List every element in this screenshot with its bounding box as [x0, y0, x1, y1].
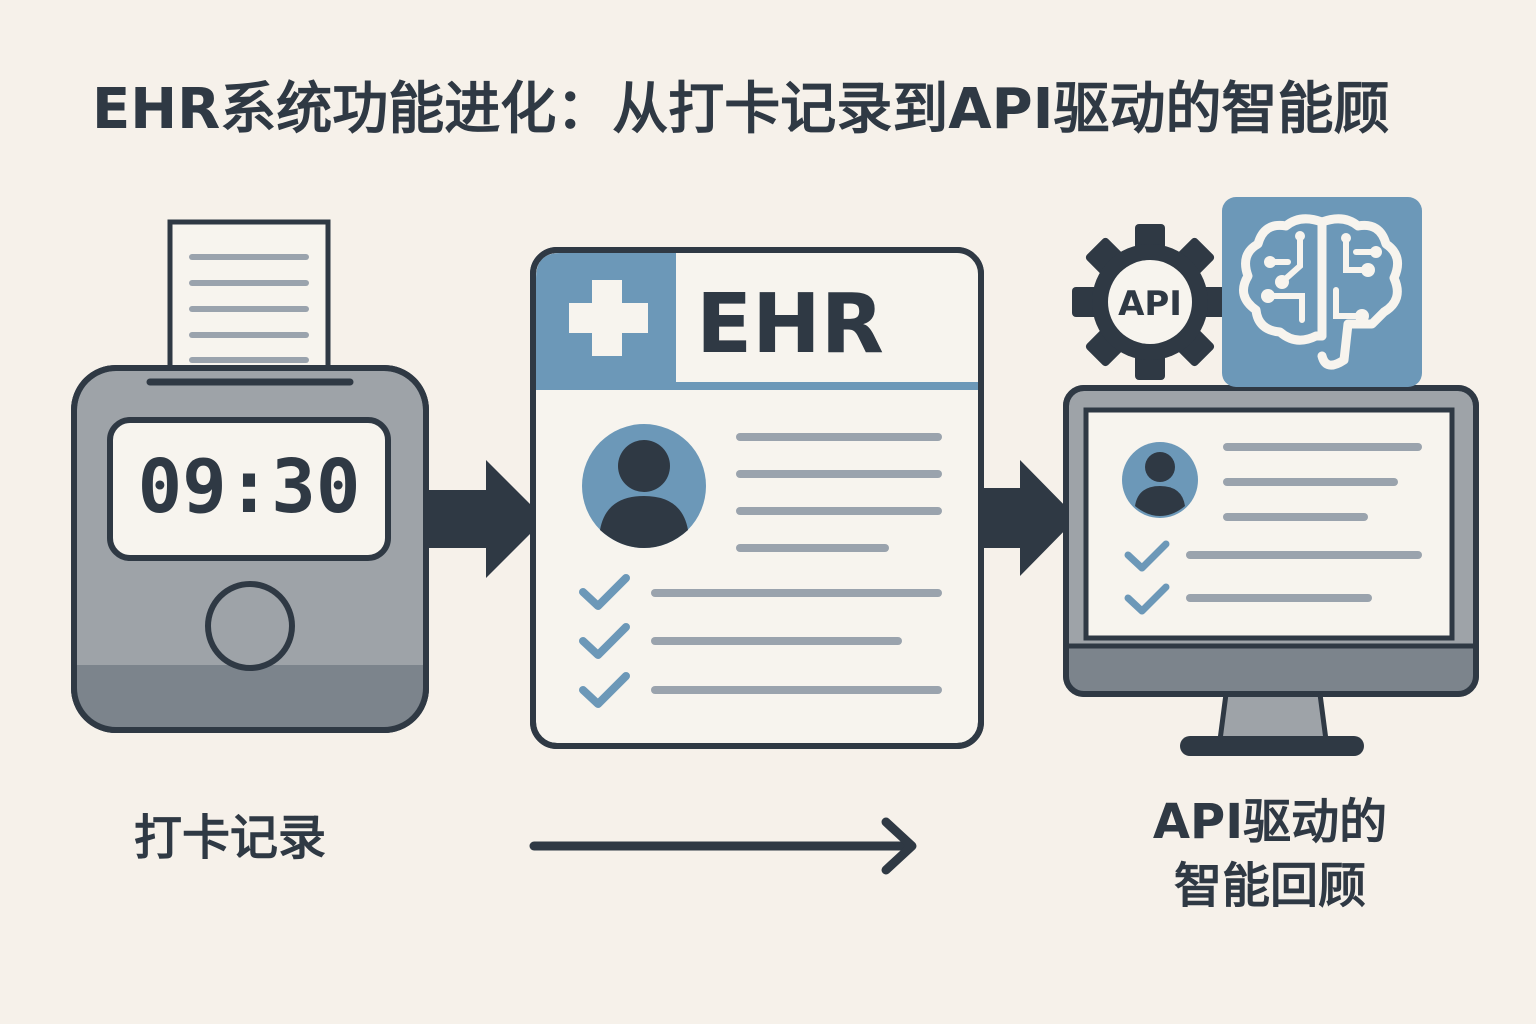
gear-icon: API: [1072, 224, 1228, 380]
ai-caption-line-1: API驱动的: [1152, 794, 1388, 850]
arrow-right-icon: [426, 460, 545, 578]
page-title: EHR系统功能进化：从打卡记录到API驱动的智能顾: [92, 77, 1390, 142]
gear-api-label: API: [1118, 284, 1182, 324]
checkmark-icon: [579, 623, 630, 659]
brain-circuit-icon: [1222, 197, 1422, 387]
ehr-header-label: EHR: [696, 277, 884, 372]
ai-caption-line-2: 智能回顾: [1173, 858, 1366, 914]
arrow-right-icon: [981, 460, 1077, 576]
checkmark-icon: [579, 574, 630, 610]
clock-button: [205, 581, 295, 671]
checkmark-icon: [579, 672, 630, 708]
receipt-icon: [167, 219, 331, 393]
checkmark-icon: [1124, 583, 1170, 615]
ai-caption: API驱动的 智能回顾: [1120, 790, 1420, 918]
user-avatar-icon: [1122, 442, 1198, 518]
user-avatar-icon: [582, 424, 706, 548]
clock-caption: 打卡记录: [134, 810, 327, 866]
time-clock-icon: 09:30: [71, 219, 429, 733]
clock-time: 09:30: [138, 444, 361, 530]
medical-cross-icon: [569, 280, 648, 356]
monitor-icon: [1063, 385, 1479, 756]
ehr-record-card: EHR: [530, 247, 984, 749]
timeline-arrow-icon: [529, 817, 917, 875]
checkmark-icon: [1124, 540, 1170, 572]
